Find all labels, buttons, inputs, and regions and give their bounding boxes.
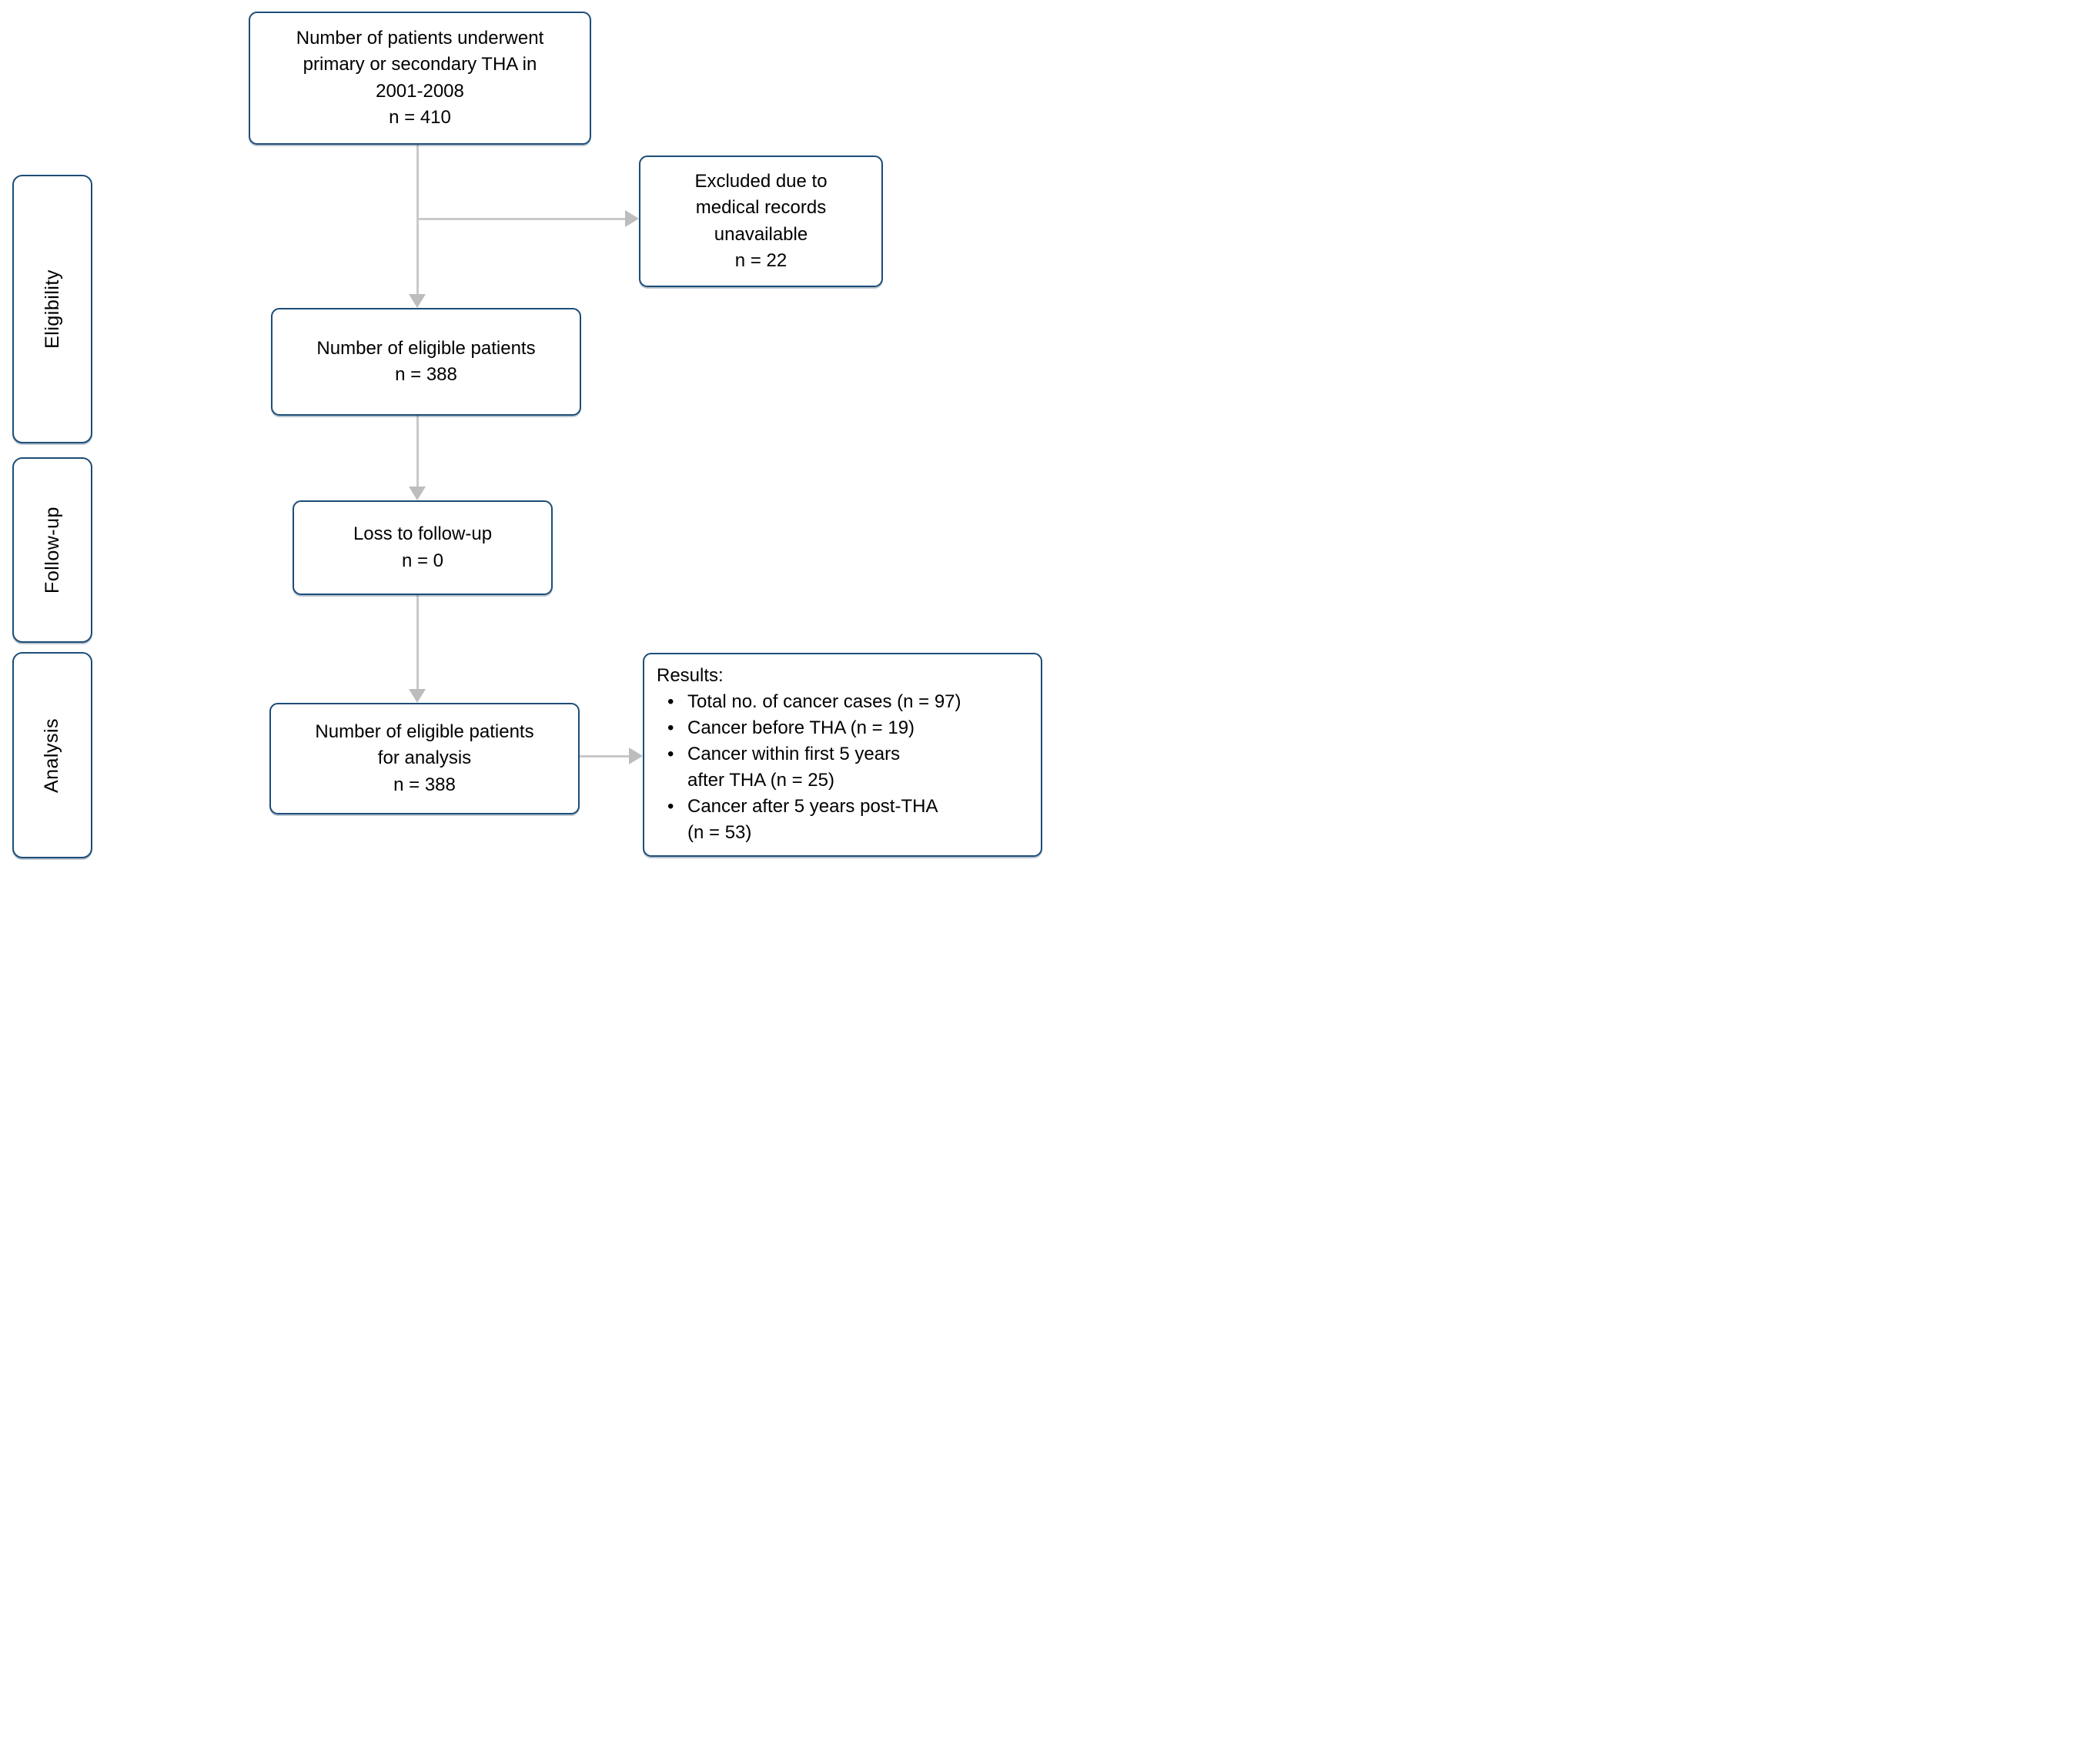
eligible-patients-box: Number of eligible patients n = 388 [271,308,581,416]
loss-to-followup-label: Loss to follow-up [353,523,493,545]
connector-analysis-to-results [580,755,629,757]
right-arrowhead-icon [625,210,639,227]
connector-eligible-to-loss [416,416,419,487]
analysis-population-box: Number of eligible patients for analysis… [269,703,580,814]
results-bullet: Cancer before THA (n = 19) [657,715,1030,741]
results-box: Results: Total no. of cancer cases (n = … [643,653,1042,857]
results-bullet: Cancer after 5 years post-THA (n = 53) [657,794,1030,846]
down-arrowhead-icon [409,689,426,703]
eligible-patients-count: n = 388 [395,364,457,385]
loss-to-followup-count: n = 0 [401,550,444,571]
down-arrowhead-icon [409,294,426,308]
excluded-box: Excluded due to medical records unavaila… [639,156,883,287]
results-bullet: Cancer within first 5 years after THA (n… [657,741,1030,794]
initial-population-count: n = 410 [389,106,451,128]
stage-label-eligibility: Eligibility [41,269,63,349]
patient-flow-diagram: Eligibility Follow-up Analysis Number of… [0,0,1050,870]
analysis-population-label: Number of eligible patients for analysis [315,721,534,769]
stage-box-eligibility: Eligibility [12,175,92,443]
initial-population-label: Number of patients underwent primary or … [296,28,544,102]
right-arrowhead-icon [629,747,643,764]
initial-population-box: Number of patients underwent primary or … [249,12,591,145]
stage-box-analysis: Analysis [12,652,92,858]
results-title: Results: [657,665,724,686]
analysis-population-count: n = 388 [393,774,456,795]
loss-to-followup-box: Loss to follow-up n = 0 [293,500,553,595]
stage-label-followup: Follow-up [41,507,63,594]
eligible-patients-label: Number of eligible patients [316,337,536,359]
connector-branch-to-excluded [417,218,625,220]
excluded-count: n = 22 [734,249,788,271]
connector-loss-to-analysis [416,595,419,689]
results-bullet: Total no. of cancer cases (n = 97) [657,689,1030,715]
results-bullet-list: Total no. of cancer cases (n = 97) Cance… [657,689,1030,846]
stage-label-analysis: Analysis [41,717,63,793]
excluded-label: Excluded due to medical records unavaila… [694,171,828,245]
down-arrowhead-icon [409,487,426,500]
stage-box-followup: Follow-up [12,457,92,643]
